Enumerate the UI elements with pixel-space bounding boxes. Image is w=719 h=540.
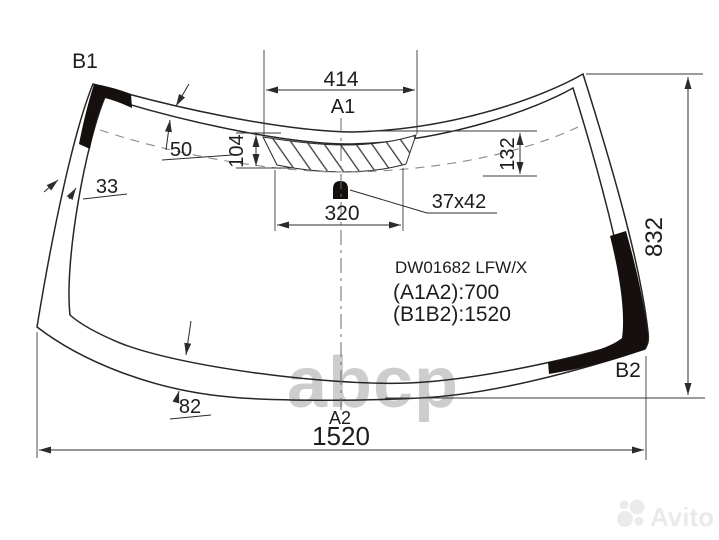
svg-text:37x42: 37x42 [432, 191, 487, 213]
dim-frit-height-104: 104 [226, 132, 292, 169]
svg-text:33: 33 [96, 176, 118, 198]
dim-band-top-50: 50 [161, 83, 233, 161]
svg-text:832: 832 [641, 217, 668, 257]
svg-text:414: 414 [323, 68, 358, 91]
dim-mount-width-320: 320 [274, 168, 404, 231]
part-spec-a1a2: (A1A2):700 [393, 281, 499, 304]
dim-band-left-33: 33 [43, 176, 128, 201]
label-a2: A2 [329, 408, 351, 428]
avito-watermark: Avito [617, 499, 714, 532]
svg-text:1520: 1520 [312, 421, 370, 451]
label-a1: A1 [331, 96, 355, 118]
dim-band-bottom-82: 82 [169, 320, 212, 420]
b1-ceramic-patch [79, 84, 132, 149]
dim-glass-height-832: 832 [385, 73, 705, 399]
avito-logo-icon [617, 499, 645, 527]
frit-hatch-band [262, 134, 417, 173]
avito-watermark-text: Avito [650, 502, 714, 532]
part-code: DW01682 LFW/X [395, 258, 527, 277]
dim-shadeband-height-132: 132 [367, 130, 537, 177]
shade-band-dashline [99, 126, 579, 173]
svg-text:320: 320 [324, 202, 359, 225]
svg-text:132: 132 [497, 137, 519, 170]
label-b1: B1 [72, 50, 98, 73]
part-spec-b1b2: (B1B2):1520 [393, 303, 511, 326]
label-mount-size-37x42: 37x42 [349, 189, 497, 214]
mirror-mount [333, 181, 348, 199]
b2-ceramic-band [548, 231, 648, 374]
part-info-block: DW01682 LFW/X (A1A2):700 (B1B2):1520 [393, 258, 527, 326]
svg-text:50: 50 [170, 139, 192, 161]
dim-glass-width-1520: 1520 [36, 332, 647, 460]
label-b2: B2 [615, 359, 641, 382]
dim-top-width-414: 414 [263, 50, 418, 135]
svg-text:104: 104 [226, 134, 248, 167]
svg-text:82: 82 [179, 396, 201, 418]
